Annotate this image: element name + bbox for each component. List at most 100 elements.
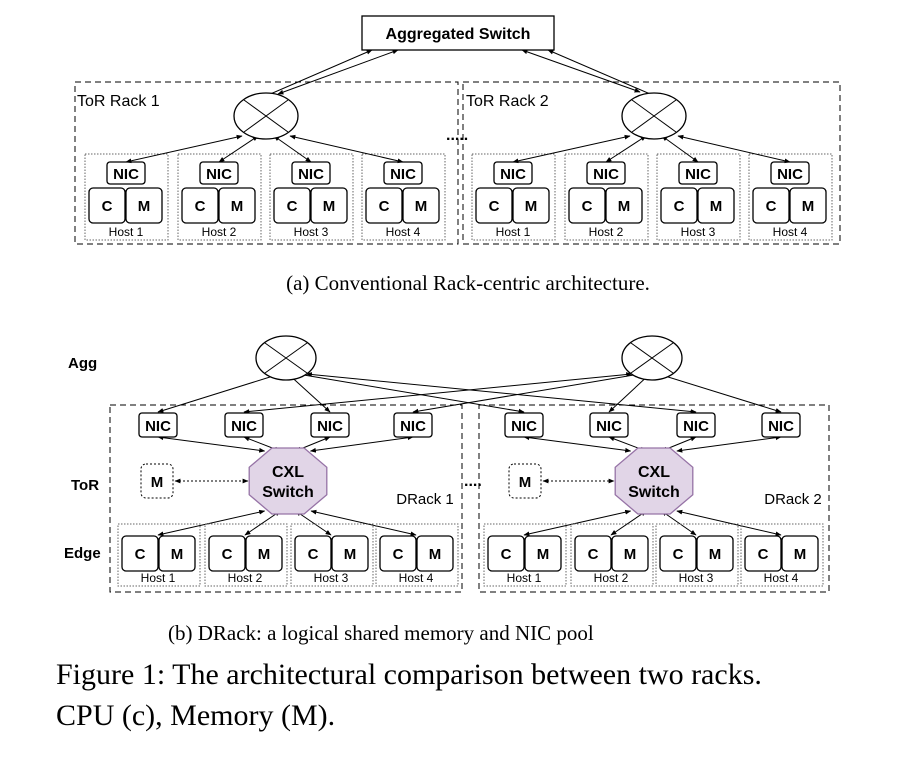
memory-box	[789, 187, 827, 224]
agg-link-4	[412, 372, 641, 414]
cpu-box	[379, 535, 417, 572]
nic-box	[504, 412, 544, 438]
host-to-cxl-link	[676, 509, 782, 537]
memory-box	[310, 187, 348, 224]
host-label: Host 3	[681, 225, 716, 239]
cpu-box	[365, 187, 403, 224]
cxl-switch	[248, 447, 328, 515]
aggregated-switch-box	[361, 15, 555, 51]
nic-label: NIC	[596, 418, 622, 435]
host-outline	[177, 153, 262, 241]
memory-box	[218, 187, 256, 224]
memory-box	[416, 535, 454, 572]
host-to-cxl-link	[310, 509, 417, 537]
cpu-box	[574, 535, 612, 572]
agg-link-5	[297, 372, 525, 414]
cpu-box	[475, 187, 513, 224]
agg-link-8	[657, 373, 782, 413]
cpu-label: C	[195, 198, 206, 215]
cpu-label: C	[379, 198, 390, 215]
tor-rack-1-label: ToR Rack 1	[77, 93, 160, 110]
host-to-cxl-link	[523, 509, 632, 537]
cpu-label: C	[673, 546, 684, 563]
nic-box	[138, 412, 178, 438]
agg-link-1	[157, 373, 281, 413]
cxl-switch	[614, 447, 694, 515]
nic-to-tor-link	[605, 135, 647, 163]
rack-separator: .....	[446, 127, 468, 144]
memory-box	[245, 535, 283, 572]
figure-caption-line-1: Figure 1: The architectural comparison b…	[56, 658, 762, 691]
host-label: Host 3	[679, 571, 714, 585]
host-3: C M Host 3	[655, 523, 739, 587]
memory-label: M	[344, 546, 357, 563]
nic-label: NIC	[390, 166, 416, 183]
pooled-memory-label: M	[151, 474, 164, 491]
nic-label: NIC	[593, 166, 619, 183]
nic-label: NIC	[298, 166, 324, 183]
memory-box	[697, 187, 735, 224]
cpu-label: C	[135, 546, 146, 563]
tor-rack-1-outline	[74, 81, 459, 245]
host-label: Host 2	[594, 571, 629, 585]
cpu-label: C	[674, 198, 685, 215]
nic-label: NIC	[400, 418, 426, 435]
agg-to-tor1-link	[277, 49, 399, 95]
nic-label: NIC	[145, 418, 171, 435]
cpu-label: C	[308, 546, 319, 563]
memory-label: M	[323, 198, 336, 215]
memory-box	[605, 187, 643, 224]
drack-label: DRack 1	[396, 491, 454, 508]
nic-to-tor-link	[218, 135, 259, 163]
memory-box	[781, 535, 819, 572]
host-label: Host 4	[399, 571, 434, 585]
host-outline	[269, 153, 354, 241]
nic-label: NIC	[113, 166, 139, 183]
host-label: Host 2	[228, 571, 263, 585]
cpu-label: C	[287, 198, 298, 215]
agg-switch-1	[255, 335, 317, 381]
nic-to-tor-link	[677, 134, 791, 164]
nic-box	[393, 412, 433, 438]
nic-label: NIC	[317, 418, 343, 435]
agg-link-7	[305, 372, 697, 414]
cpu-box	[121, 535, 159, 572]
host-outline	[656, 153, 741, 241]
memory-label: M	[709, 546, 722, 563]
memory-box	[125, 187, 163, 224]
level-label-agg: Agg	[68, 355, 97, 372]
drack-label: DRack 2	[764, 491, 822, 508]
cpu-box	[88, 187, 126, 224]
drack-separator: ....	[464, 473, 482, 490]
cxl-switch-label-line-2: Switch	[262, 484, 314, 501]
cpu-label: C	[102, 198, 113, 215]
tor-switch-1	[233, 92, 299, 140]
host-label: Host 1	[496, 225, 531, 239]
host-to-cxl-link	[610, 510, 647, 536]
aggregated-switch-label: Aggregated Switch	[386, 26, 531, 43]
caption-a: (a) Conventional Rack-centric architectu…	[286, 271, 650, 295]
pooled-memory-box	[140, 463, 174, 499]
tor-switch-2	[621, 92, 687, 140]
memory-label: M	[794, 546, 807, 563]
pooled-memory-label: M	[519, 474, 532, 491]
nic-label: NIC	[500, 166, 526, 183]
nic-box	[224, 412, 264, 438]
figure-caption-line-2: CPU (c), Memory (M).	[56, 699, 335, 732]
cpu-box	[568, 187, 606, 224]
cpu-label: C	[766, 198, 777, 215]
nic-to-tor-link	[289, 134, 404, 164]
host-outline	[361, 153, 446, 241]
memory-label: M	[171, 546, 184, 563]
agg-to-tor2-link	[521, 49, 641, 93]
memory-label: M	[710, 198, 723, 215]
